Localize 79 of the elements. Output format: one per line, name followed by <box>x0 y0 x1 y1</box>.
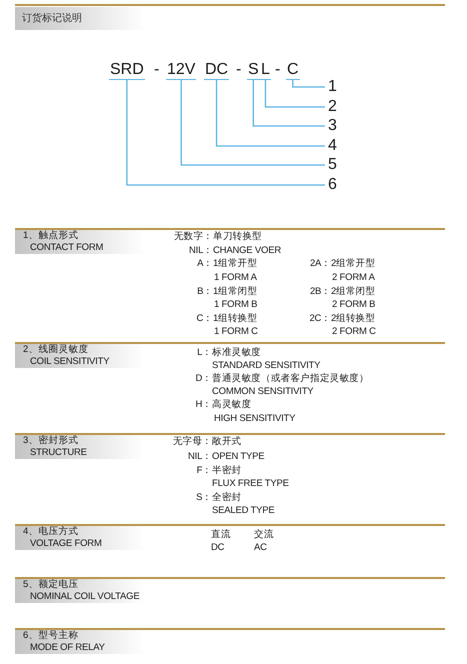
option-description: 2 FORM B <box>332 298 376 310</box>
code-part: 12V <box>166 62 196 80</box>
leader-line <box>252 80 325 127</box>
section-heading: 5、额定电压 <box>23 579 78 591</box>
option-description: 1组转换型 <box>213 312 258 324</box>
option-description: CHANGE VOER <box>213 244 282 256</box>
callout-number: 2 <box>325 99 337 115</box>
option-description: 1 FORM C <box>214 326 258 336</box>
section-subheading: CONTACT FORM <box>30 242 104 254</box>
option-description: 2组转换型 <box>331 312 376 324</box>
option-description: 1组常开型 <box>213 258 258 268</box>
code-part: DC <box>204 62 230 80</box>
option-description: FLUX FREE TYPE <box>212 478 289 488</box>
leader-line <box>126 80 325 186</box>
option-code: B： <box>197 286 213 296</box>
option-description: DC <box>211 542 224 552</box>
option-description: 1组常闭型 <box>213 286 258 296</box>
section-heading: 4、电压方式 <box>23 526 78 538</box>
option-description: SEALED TYPE <box>212 504 275 516</box>
section-heading: 6、型号主称 <box>23 630 78 642</box>
code-part: L <box>260 62 271 80</box>
section-subheading: MODE OF RELAY <box>30 642 105 654</box>
leader-line <box>292 80 325 88</box>
section-subheading: VOLTAGE FORM <box>30 538 102 550</box>
option-description: 普通灵敏度（或者客户指定灵敏度） <box>212 372 369 384</box>
callout-number: 1 <box>325 79 337 95</box>
option-code: 2B： <box>310 286 331 296</box>
option-description: OPEN TYPE <box>212 450 264 462</box>
code-part: S <box>247 62 260 80</box>
option-description: COMMON SENSITIVITY <box>212 386 314 396</box>
option-code: 无字母： <box>172 436 212 446</box>
option-code: 2A： <box>310 258 331 268</box>
leader-line <box>264 80 325 108</box>
option-description: STANDARD SENSITIVITY <box>212 360 320 370</box>
code-part: SRD <box>109 62 145 80</box>
option-description: HIGH SENSITIVITY <box>214 412 296 424</box>
section-heading: 2、线圈灵敏度 <box>23 344 88 356</box>
callout-number: 5 <box>325 157 337 173</box>
leader-line <box>216 80 325 147</box>
option-description: 标准灵敏度 <box>212 346 262 358</box>
option-code: NIL： <box>189 244 213 256</box>
option-code: H： <box>196 398 212 410</box>
callout-number: 3 <box>325 118 337 134</box>
code-separator: - <box>154 62 160 78</box>
callout-number: 4 <box>325 138 337 154</box>
page-heading: 订货标记说明 <box>22 13 82 24</box>
option-code: 无数字： <box>174 230 213 242</box>
option-description: 2组常闭型 <box>331 286 376 296</box>
option-description: 2 FORM A <box>332 272 375 282</box>
option-description: 敞开式 <box>212 436 242 446</box>
option-code: A： <box>197 258 213 268</box>
option-description: 1 FORM A <box>214 272 257 282</box>
option-description: 交流 <box>254 528 274 540</box>
option-code: S： <box>196 492 212 502</box>
option-description: AC <box>254 542 267 552</box>
code-part: C <box>286 62 300 80</box>
callout-number: 6 <box>325 177 337 193</box>
option-description: 全密封 <box>212 492 242 502</box>
section-heading: 1、触点形式 <box>23 230 78 242</box>
option-code: 2C： <box>309 312 331 324</box>
option-description: 2组常开型 <box>331 258 376 268</box>
option-description: 高灵敏度 <box>212 398 252 410</box>
option-description: 单刀转换型 <box>213 230 262 242</box>
option-code: C： <box>196 312 213 324</box>
option-code: NIL： <box>188 450 212 462</box>
option-code: D： <box>196 372 212 384</box>
section-subheading: COIL SENSITIVITY <box>30 356 110 368</box>
code-separator: - <box>275 62 280 78</box>
leader-line <box>180 80 325 166</box>
section-heading: 3、密封形式 <box>23 435 78 447</box>
option-description: 2 FORM C <box>332 326 376 336</box>
section-subheading: NOMINAL COIL VOLTAGE <box>30 591 140 603</box>
section-subheading: STRUCTURE <box>30 447 87 459</box>
option-code: F： <box>196 464 212 476</box>
option-description: 直流 <box>211 528 231 540</box>
option-description: 半密封 <box>212 464 242 476</box>
option-code: L： <box>197 346 212 358</box>
code-separator: - <box>236 62 242 78</box>
option-description: 1 FORM B <box>214 298 258 310</box>
